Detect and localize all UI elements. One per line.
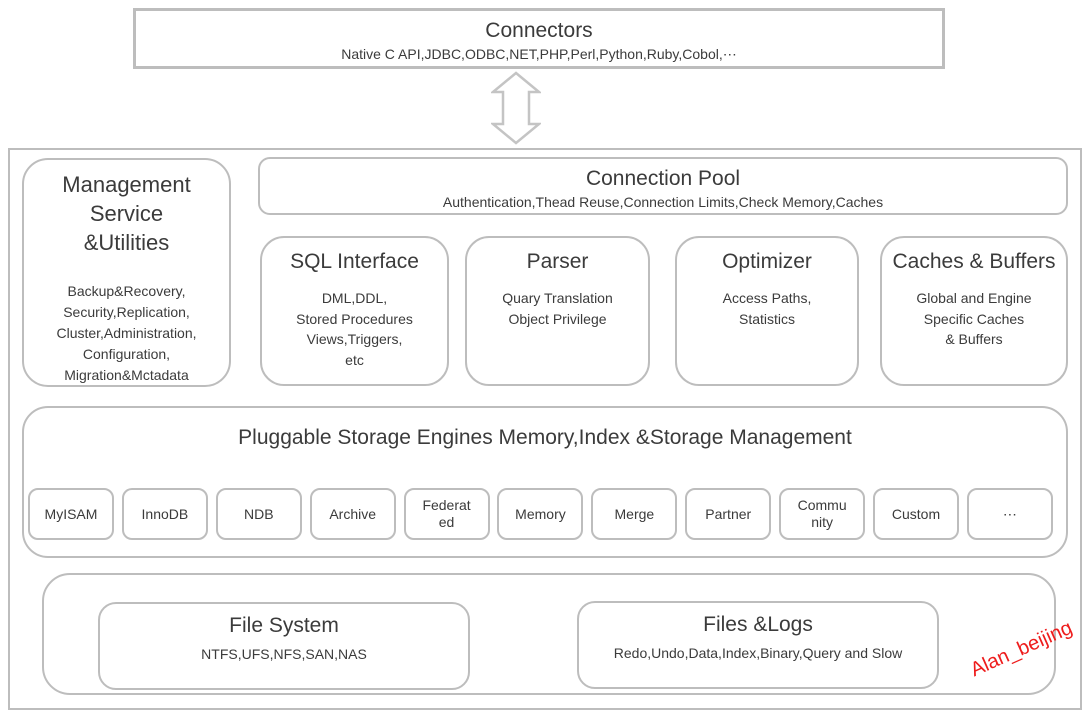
connectors-box: Connectors Native C API,JDBC,ODBC,NET,PH… [133,8,945,69]
parser-title: Parser [526,250,589,273]
parser-body: Quary Translation Object Privilege [502,290,613,327]
file-system-title: File System [229,614,339,637]
caches-buffers-box: Caches & Buffers Global and Engine Speci… [880,236,1068,386]
engine-merge: Merge [591,488,678,540]
engine-custom: Custom [873,488,960,540]
sql-interface-body: DML,DDL, Stored Procedures Views,Trigger… [296,290,413,368]
connection-pool-title: Connection Pool [585,167,741,190]
connection-pool-box: Connection Pool Authentication,Thead Reu… [258,157,1068,215]
engine-innodb: InnoDB [121,488,208,540]
updown-arrow-icon [491,71,541,145]
file-system-box: File System NTFS,UFS,NFS,SAN,NAS [98,602,470,690]
optimizer-title: Optimizer [722,250,812,273]
sql-interface-box: SQL Interface DML,DDL, Stored Procedures… [260,236,449,386]
engine-ndb: NDB [215,488,302,540]
connection-pool-subtitle: Authentication,Thead Reuse,Connection Li… [442,194,884,210]
management-title: Management Service &Utilities [62,172,191,255]
storage-engines-title: Pluggable Storage Engines Memory,Index &… [238,426,852,449]
management-body: Backup&Recovery, Security,Replication, C… [56,283,197,383]
optimizer-body: Access Paths, Statistics [722,290,812,327]
engine-archive: Archive [309,488,396,540]
engine-federated: Federat ed [403,488,490,540]
engine-community: Commu nity [779,488,866,540]
engine-myisam: MyISAM [28,488,114,540]
optimizer-box: Optimizer Access Paths, Statistics [675,236,859,386]
files-logs-subtitle: Redo,Undo,Data,Index,Binary,Query and Sl… [613,645,903,661]
storage-engine-row: MyISAM InnoDB NDB Archive Federat ed Mem… [28,488,1053,540]
engine-ellipsis: ⋯ [966,488,1053,540]
engine-memory: Memory [497,488,584,540]
files-logs-title: Files &Logs [703,613,813,636]
sql-interface-title: SQL Interface [290,250,419,273]
management-services-box: Management Service &Utilities Backup&Rec… [22,158,231,387]
engine-partner: Partner [685,488,772,540]
connectors-subtitle: Native C API,JDBC,ODBC,NET,PHP,Perl,Pyth… [341,46,737,62]
caches-buffers-title: Caches & Buffers [892,250,1056,273]
files-logs-box: Files &Logs Redo,Undo,Data,Index,Binary,… [577,601,939,689]
file-system-subtitle: NTFS,UFS,NFS,SAN,NAS [201,646,367,662]
connectors-title: Connectors [485,19,593,42]
parser-box: Parser Quary Translation Object Privileg… [465,236,650,386]
caches-buffers-body: Global and Engine Specific Caches & Buff… [916,290,1032,347]
